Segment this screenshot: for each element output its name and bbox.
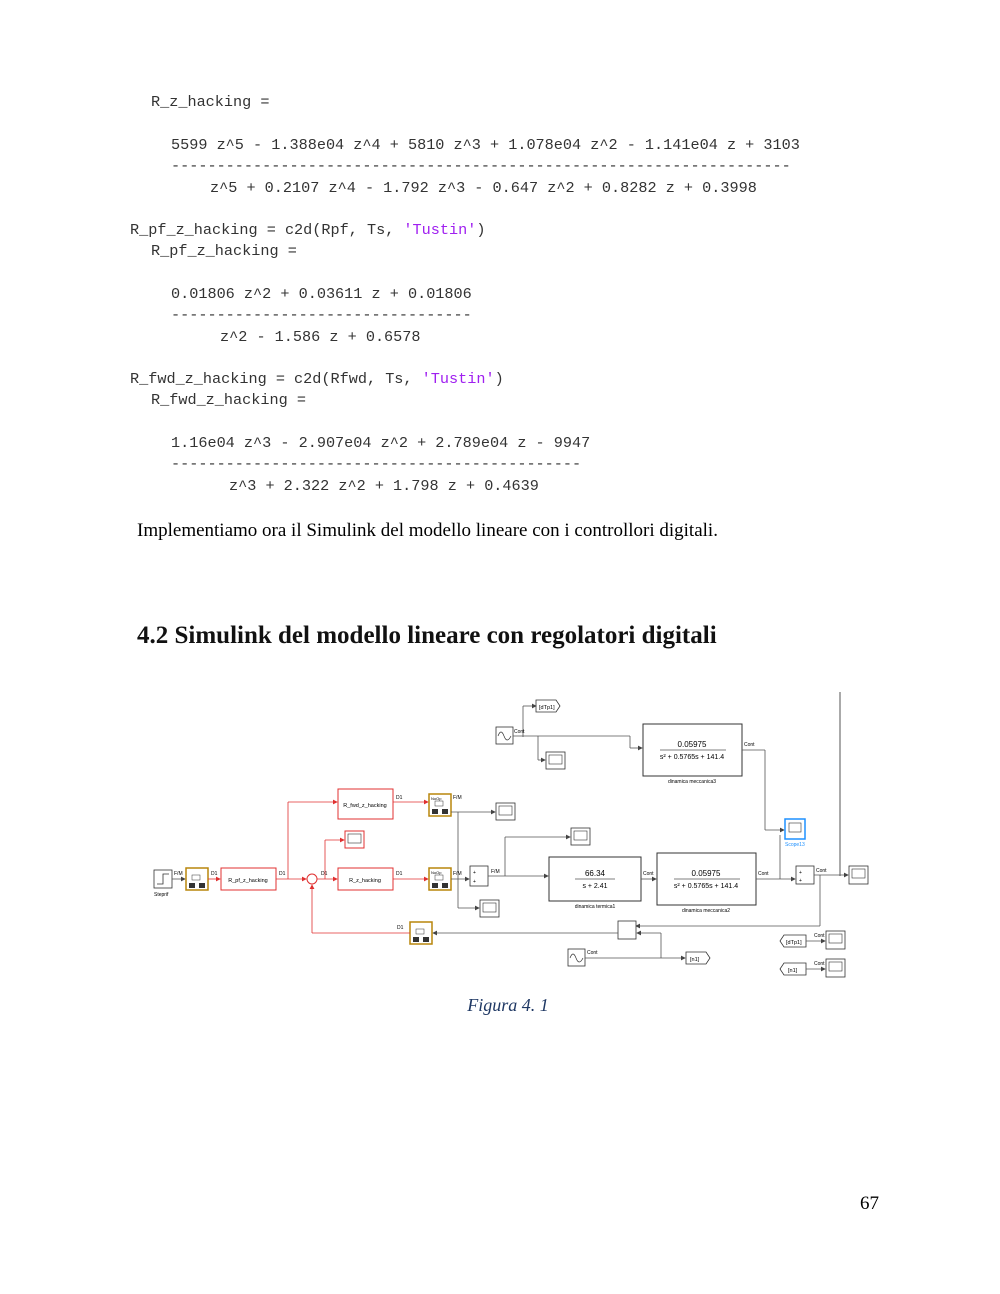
sum-block[interactable]: [617, 920, 637, 940]
scope-block[interactable]: [495, 802, 516, 821]
sum-block[interactable]: [306, 873, 318, 885]
from-dtp1-block[interactable]: [dTp1]: [779, 934, 807, 948]
block-label: dinamica meccanica3: [668, 779, 716, 785]
signal-label: D1: [321, 871, 328, 877]
code-line: 0.01806 z^2 + 0.03611 z + 0.01806: [171, 285, 472, 303]
signal-label: Cont: [758, 871, 769, 877]
code-text: ): [494, 370, 504, 388]
svg-text:[n1]: [n1]: [788, 968, 798, 974]
block-label: dinamica meccanica2: [682, 908, 730, 914]
r-fwd-z-hacking-block[interactable]: R_fwd_z_hacking: [337, 788, 394, 820]
scope-block[interactable]: [825, 930, 846, 950]
goto-n1-block[interactable]: [n1]: [685, 951, 711, 965]
transfer-fcn-meccanica3[interactable]: 0.05975 s² + 0.5765s + 141.4: [642, 723, 743, 777]
sum-block[interactable]: + +: [795, 865, 815, 885]
svg-text:66.34: 66.34: [585, 869, 606, 878]
code-string: 'Tustin': [421, 370, 495, 388]
signal-label: Cont: [814, 961, 825, 967]
from-n1-block[interactable]: [n1]: [779, 962, 807, 976]
svg-text:s² + 0.5765s + 141.4: s² + 0.5765s + 141.4: [660, 754, 724, 761]
rate-transition-block[interactable]: [409, 921, 433, 945]
svg-text:s² + 0.5765s + 141.4: s² + 0.5765s + 141.4: [674, 883, 738, 890]
svg-text:NoOp: NoOp: [431, 870, 442, 875]
svg-text:0.05975: 0.05975: [692, 869, 721, 878]
signal-label: Cont: [816, 868, 827, 874]
code-line: R_fwd_z_hacking =: [151, 391, 306, 409]
code-line: ---------------------------------: [171, 306, 472, 324]
signal-label: F/M: [453, 871, 462, 877]
signal-label: F/M: [453, 795, 462, 801]
block-label: Steprif: [154, 892, 169, 898]
section-heading: 4.2 Simulink del modello lineare con reg…: [137, 622, 717, 649]
r-z-hacking-block[interactable]: R_z_hacking: [337, 867, 394, 891]
signal-label: D1: [279, 871, 286, 877]
svg-text:+: +: [473, 870, 476, 876]
step-source-block[interactable]: [153, 869, 173, 889]
code-line: z^3 + 2.322 z^2 + 1.798 z + 0.4639: [229, 477, 539, 495]
sum-block[interactable]: + +: [469, 865, 489, 887]
signal-label: Cont: [587, 950, 598, 956]
simulink-diagram: [dTp1] Cont 0.05975 s² + 0.5765s + 141.4…: [153, 692, 869, 978]
signal-label: F/M: [491, 869, 500, 875]
svg-text:0.05975: 0.05975: [678, 740, 707, 749]
signal-label: D1: [211, 871, 218, 877]
block-label: Scope13: [785, 842, 805, 848]
code-string: 'Tustin': [403, 221, 477, 239]
signal-label: F/M: [174, 871, 183, 877]
figure-caption: Figura 4. 1: [467, 995, 549, 1015]
scope13-block[interactable]: [784, 818, 806, 840]
scope-block[interactable]: [545, 751, 566, 770]
scope-block[interactable]: [848, 865, 869, 885]
scope-block[interactable]: [570, 827, 591, 846]
signal-label: Cont: [514, 729, 525, 735]
transfer-fcn-meccanica2[interactable]: 0.05975 s² + 0.5765s + 141.4: [656, 852, 757, 906]
signal-label: Cont: [814, 933, 825, 939]
block-label: dinamica termica1: [575, 904, 616, 910]
code-command: R_pf_z_hacking = c2d(Rpf, Ts, 'Tustin'): [130, 221, 485, 239]
svg-text:[dTp1]: [dTp1]: [786, 940, 802, 946]
code-text: R_fwd_z_hacking = c2d(Rfwd, Ts,: [130, 370, 422, 388]
svg-text:+: +: [799, 870, 802, 876]
scope-block[interactable]: [479, 899, 500, 918]
rate-transition-block[interactable]: NoOp: [428, 793, 452, 817]
svg-text:[dTp1]: [dTp1]: [539, 705, 555, 711]
body-paragraph: Implementiamo ora il Simulink del modell…: [137, 520, 718, 541]
code-command: R_fwd_z_hacking = c2d(Rfwd, Ts, 'Tustin'…: [130, 370, 504, 388]
code-line: z^2 - 1.586 z + 0.6578: [220, 328, 421, 346]
sine-source-block[interactable]: [567, 948, 586, 967]
signal-label: D1: [397, 925, 404, 931]
scope-block[interactable]: [344, 830, 365, 849]
scope-block[interactable]: [825, 958, 846, 978]
code-line: 5599 z^5 - 1.388e04 z^4 + 5810 z^3 + 1.0…: [171, 136, 800, 154]
goto-dtp1-block[interactable]: [dTp1]: [535, 699, 561, 713]
r-pf-z-hacking-block[interactable]: R_pf_z_hacking: [220, 867, 277, 891]
transfer-fcn-termica1[interactable]: 66.34 s + 2.41: [548, 856, 642, 902]
rate-transition-block[interactable]: [185, 867, 209, 891]
sine-source-block[interactable]: [495, 726, 514, 745]
signal-label: D1: [396, 871, 403, 877]
signal-label: Cont: [744, 742, 755, 748]
page-number: 67: [860, 1193, 879, 1214]
code-line: z^5 + 0.2107 z^4 - 1.792 z^3 - 0.647 z^2…: [210, 179, 757, 197]
svg-text:R_pf_z_hacking: R_pf_z_hacking: [228, 878, 267, 884]
code-text: ): [476, 221, 486, 239]
code-line: 1.16e04 z^3 - 2.907e04 z^2 + 2.789e04 z …: [171, 434, 591, 452]
svg-text:R_fwd_z_hacking: R_fwd_z_hacking: [343, 803, 386, 809]
svg-text:R_z_hacking: R_z_hacking: [349, 878, 381, 884]
signal-label: Cont: [643, 871, 654, 877]
code-line: ----------------------------------------…: [171, 157, 791, 175]
signal-label: D1: [396, 795, 403, 801]
svg-text:s + 2.41: s + 2.41: [582, 883, 607, 890]
code-text: R_pf_z_hacking = c2d(Rpf, Ts,: [130, 221, 404, 239]
code-line: R_z_hacking =: [151, 93, 270, 111]
svg-text:+: +: [799, 878, 802, 884]
svg-text:[n1]: [n1]: [690, 957, 700, 963]
rate-transition-block[interactable]: NoOp: [428, 867, 452, 891]
svg-text:NoOp: NoOp: [431, 796, 442, 801]
code-line: ----------------------------------------…: [171, 455, 582, 473]
code-line: R_pf_z_hacking =: [151, 242, 297, 260]
svg-text:+: +: [473, 879, 476, 885]
